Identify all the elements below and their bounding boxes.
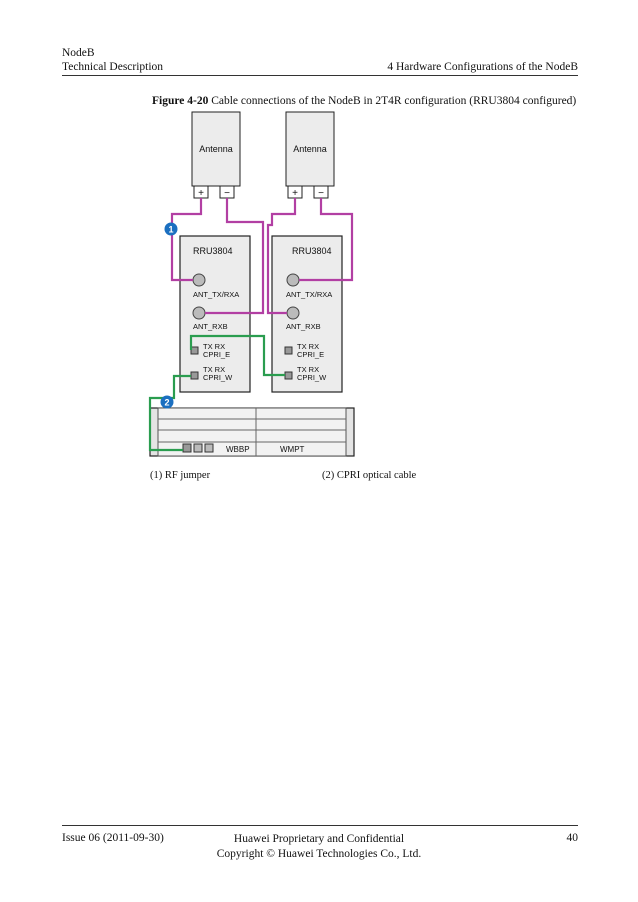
rru-1-port-rxb: ANT_RXB	[193, 322, 228, 331]
figure-caption: Figure 4-20 Cable connections of the Nod…	[152, 95, 576, 107]
rf-jumper-1b	[205, 198, 265, 315]
figure-title: Cable connections of the NodeB in 2T4R c…	[211, 95, 577, 107]
page-header-left: NodeB Technical Description	[62, 46, 163, 74]
marker-1-label: 1	[168, 225, 173, 235]
antenna-2-minus: −	[318, 188, 324, 199]
antenna-1-minus: −	[224, 188, 230, 199]
rru-1-cpri-e-label: CPRI_E	[203, 350, 230, 359]
marker-2: 2	[160, 395, 174, 409]
header-chapter: 4 Hardware Configurations of the NodeB	[387, 61, 578, 73]
board-wbbp: WBBP	[226, 445, 250, 454]
header-rule	[62, 75, 578, 76]
rf-jumper-2a	[266, 198, 297, 315]
legend-cpri-cable: (2) CPRI optical cable	[322, 470, 417, 481]
footer-page-number: 40	[566, 832, 579, 844]
antenna-2-plus: +	[292, 188, 298, 199]
header-product: NodeB	[62, 47, 95, 59]
marker-1: 1	[164, 222, 178, 236]
footer-rule	[62, 825, 578, 826]
footer-center: Huawei Proprietary and Confidential Copy…	[0, 832, 638, 862]
rru-2-port-txrxa: ANT_TX/RXA	[286, 290, 332, 299]
footer-confidential: Huawei Proprietary and Confidential	[233, 833, 405, 845]
antenna-1: Antenna + −	[191, 111, 241, 199]
bbu-subrack: WBBP WMPT	[149, 407, 355, 457]
rru-1-cpri-w-txrx: TX RX	[203, 365, 225, 374]
rru-1-cpri-w-label: CPRI_W	[203, 373, 233, 382]
rru-2-cpri-w-txrx: TX RX	[297, 365, 319, 374]
rf-jumper-1a	[170, 198, 203, 282]
header-doc-type: Technical Description	[62, 61, 164, 73]
footer-issue: Issue 06 (2011-09-30)	[62, 832, 164, 844]
cpri-cable-rru1-rru2	[189, 334, 285, 377]
footer-copyright: Copyright © Huawei Technologies Co., Ltd…	[216, 848, 422, 860]
rru-1-label: RRU3804	[193, 246, 233, 256]
board-wmpt: WMPT	[280, 445, 305, 454]
rf-jumpers	[170, 198, 354, 315]
rru-2-cpri-e-txrx: TX RX	[297, 342, 319, 351]
rru-1-port-txrxa: ANT_TX/RXA	[193, 290, 239, 299]
figure-label: Figure 4-20	[152, 95, 209, 107]
legend-rf-jumper: (1) RF jumper	[150, 470, 211, 481]
rru-2-cpri-w-label: CPRI_W	[297, 373, 327, 382]
antenna-1-label: Antenna	[199, 144, 233, 154]
rru-1-cpri-e-txrx: TX RX	[203, 342, 225, 351]
antenna-1-plus: +	[198, 188, 204, 199]
rru-2-port-rxb: ANT_RXB	[286, 322, 321, 331]
antenna-2-label: Antenna	[293, 144, 327, 154]
marker-2-label: 2	[164, 398, 169, 408]
rru-2-label: RRU3804	[292, 246, 332, 256]
rru-2-cpri-e-label: CPRI_E	[297, 350, 324, 359]
antenna-2: Antenna + −	[285, 111, 335, 199]
rf-jumper-2b	[299, 198, 354, 282]
